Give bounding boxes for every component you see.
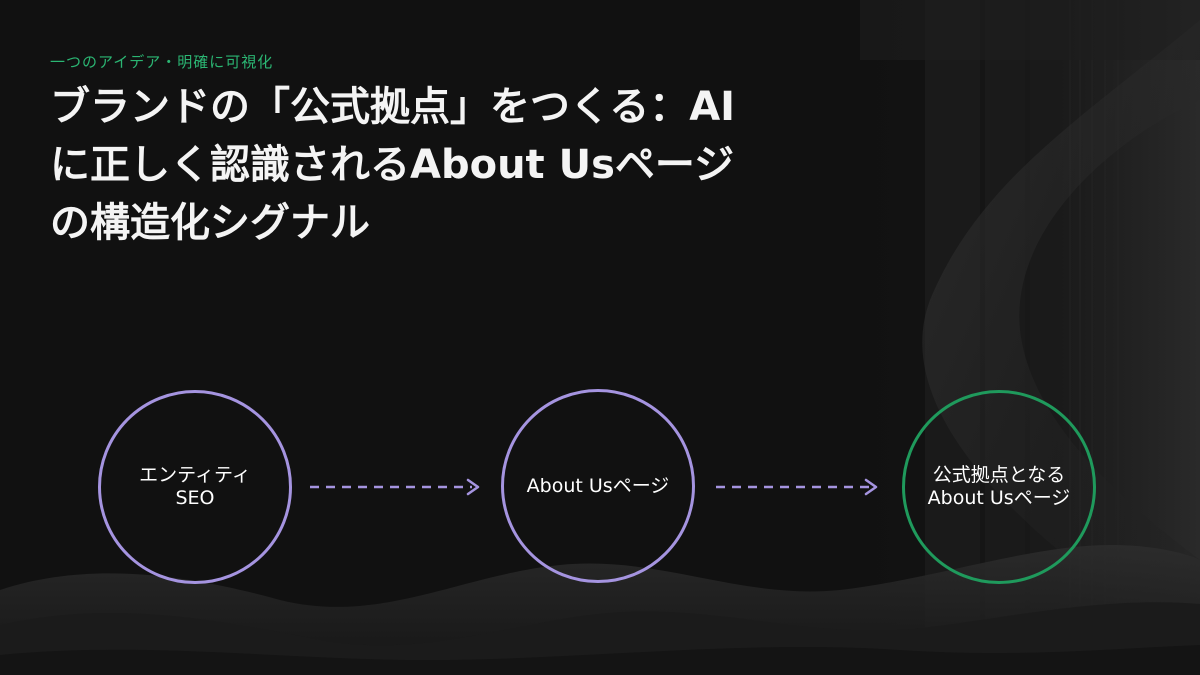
node-about-us: About Usページ <box>501 389 695 583</box>
node-official-about-us: 公式拠点となる About Usページ <box>902 390 1096 584</box>
node-label: About Usページ <box>526 474 670 497</box>
arrowhead-2-3 <box>864 478 878 496</box>
node-label: 公式拠点となる About Usページ <box>927 464 1071 509</box>
slide-title: ブランドの「公式拠点」をつくる：AIに正しく認識されるAbout Usページの構… <box>50 84 736 246</box>
arrowhead-1-2 <box>466 478 480 496</box>
node-entity-seo: エンティティSEO <box>98 390 292 584</box>
node-label: エンティティSEO <box>139 464 251 509</box>
eyebrow-text: 一つのアイデア・明確に可視化 <box>50 53 274 71</box>
